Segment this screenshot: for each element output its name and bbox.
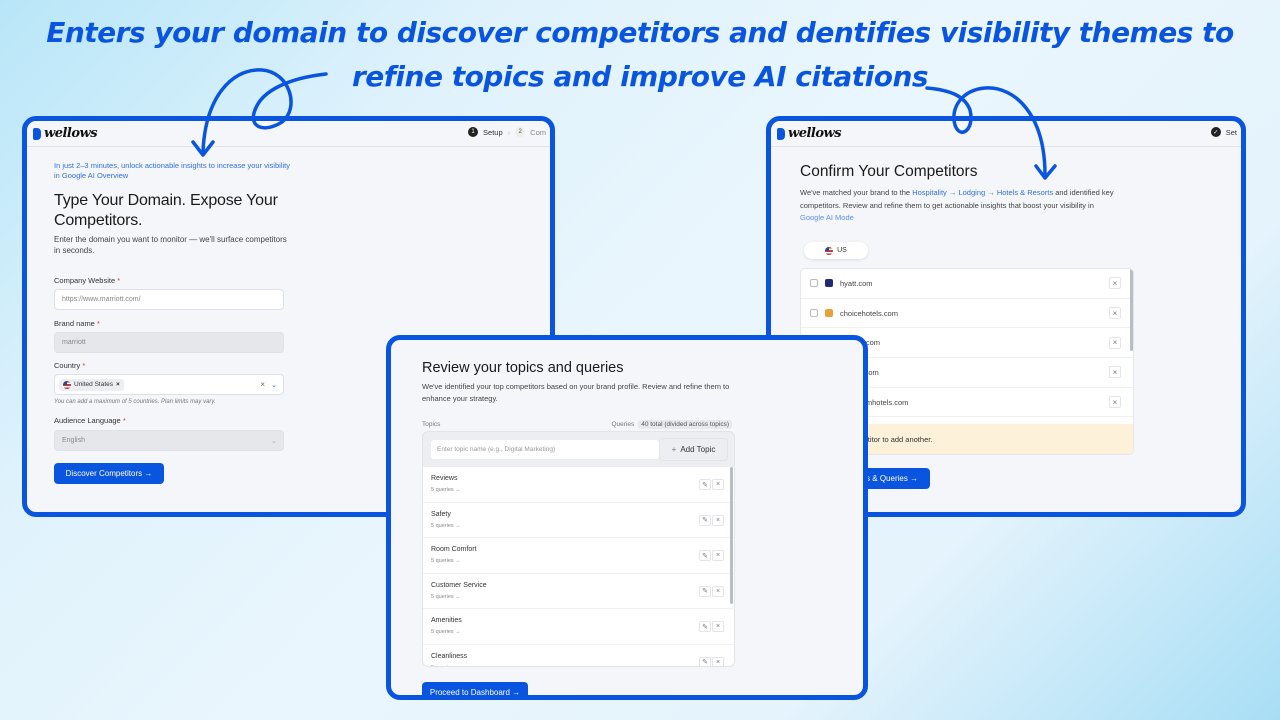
- chevron-down-icon[interactable]: ⌄: [271, 381, 277, 389]
- queries-total-badge: 40 total (divided across topics): [638, 420, 732, 429]
- topic-name-input[interactable]: Enter topic name (e.g., Digital Marketin…: [431, 440, 659, 459]
- brand-name-input[interactable]: marriott: [54, 332, 284, 353]
- country-hint: You can add a maximum of 5 countries. Pl…: [54, 399, 216, 405]
- competitor-checkbox[interactable]: [810, 309, 818, 318]
- page-subtitle: Enter the domain you want to monitor — w…: [54, 235, 287, 255]
- edit-pencil-icon[interactable]: ✎: [699, 479, 711, 490]
- remove-competitor-button[interactable]: ×: [1109, 396, 1121, 409]
- chevron-down-icon: ⌄: [271, 437, 277, 445]
- hyatt-favicon-icon: [825, 279, 833, 288]
- step-2-badge: 2: [515, 127, 526, 137]
- delete-x-icon[interactable]: ×: [712, 514, 724, 526]
- chip-remove-icon[interactable]: ×: [116, 381, 120, 388]
- audience-language-select[interactable]: English ⌄: [54, 430, 284, 451]
- edit-pencil-icon[interactable]: ✎: [699, 550, 711, 562]
- competitors-topbar: wellows ✓ Set: [771, 121, 1241, 147]
- topic-queries-link[interactable]: 5 queries →: [431, 593, 461, 600]
- wellows-logo[interactable]: wellows: [33, 126, 98, 141]
- country-chip[interactable]: United States ×: [59, 378, 124, 391]
- queries-summary: Queries 40 total (divided across topics): [611, 420, 732, 429]
- topic-queries-link[interactable]: 5 queries →: [431, 487, 461, 493]
- delete-x-icon[interactable]: ×: [712, 585, 724, 597]
- language-label: Audience Language *: [54, 416, 126, 425]
- delete-x-icon[interactable]: ×: [712, 550, 724, 562]
- company-website-input[interactable]: https://www.marriott.com/: [54, 289, 284, 310]
- topic-queries-link[interactable]: 5 queries →: [431, 558, 461, 565]
- edit-pencil-icon[interactable]: ✎: [699, 621, 711, 633]
- topic-row[interactable]: Amenities 5 queries → ✎×: [423, 609, 734, 645]
- brand-label: Brand name *: [54, 319, 100, 328]
- intro-text: In just 2–3 minutes, unlock actionable i…: [54, 161, 290, 180]
- headline-line-2: refine topics and improve AI citations: [351, 60, 929, 93]
- us-flag-icon: [63, 380, 71, 389]
- country-select[interactable]: United States × × ⌄: [54, 374, 284, 395]
- stepper: 1 Setup › 2 Com: [468, 127, 546, 137]
- topic-row[interactable]: Reviews 5 queries → ✎×: [423, 467, 734, 503]
- google-ai-mode-link[interactable]: Google AI Mode: [800, 213, 854, 222]
- setup-topbar: wellows 1 Setup › 2 Com: [27, 121, 550, 147]
- topic-row[interactable]: Safety 5 queries → ✎×: [423, 503, 734, 539]
- topic-row[interactable]: Room Comfort 5 queries → ✎×: [423, 538, 734, 574]
- discover-competitors-button[interactable]: Discover Competitors →: [54, 463, 164, 484]
- step-1-badge: 1: [468, 127, 479, 137]
- topic-row[interactable]: Cleanliness 5 queries → ✎×: [423, 645, 734, 666]
- country-label: Country *: [54, 361, 86, 370]
- headline-line-1: Enters your domain to discover competito…: [46, 16, 1234, 49]
- page-subtitle: We've identified your top competitors ba…: [422, 382, 730, 403]
- step-1-label[interactable]: Setup: [483, 127, 503, 137]
- remove-competitor-button[interactable]: ×: [1109, 307, 1121, 320]
- us-flag-icon: [825, 246, 834, 255]
- logo-mark-icon: [777, 127, 785, 140]
- topic-queries-link[interactable]: 5 queries →: [431, 629, 461, 636]
- page-title: Confirm Your Competitors: [800, 163, 978, 180]
- logo-mark-icon: [33, 127, 41, 140]
- topic-row[interactable]: Customer Service 5 queries → ✎×: [423, 574, 734, 610]
- delete-x-icon[interactable]: ×: [712, 621, 724, 633]
- competitor-list-scrollbar[interactable]: [1130, 269, 1133, 351]
- plus-icon: +: [671, 445, 677, 454]
- edit-pencil-icon[interactable]: ✎: [699, 514, 711, 526]
- add-topic-button[interactable]: + Add Topic: [660, 439, 727, 460]
- clear-icon[interactable]: ×: [260, 380, 265, 389]
- page-subtitle: We've matched your brand to the Hospital…: [800, 188, 1114, 222]
- topic-list: Reviews 5 queries → ✎× Safety 5 queries …: [423, 467, 734, 666]
- step-2-label[interactable]: Com: [530, 127, 546, 137]
- page-title: Type Your Domain. Expose Your Competitor…: [54, 192, 278, 229]
- choicehotels-favicon-icon: [825, 309, 833, 318]
- setup-panel: wellows 1 Setup › 2 Com In just 2–3 minu…: [22, 116, 555, 517]
- remove-competitor-button[interactable]: ×: [1109, 366, 1121, 379]
- edit-pencil-icon[interactable]: ✎: [699, 656, 711, 666]
- remove-competitor-button[interactable]: ×: [1109, 277, 1121, 290]
- competitor-row: choicehotels.com ×: [801, 299, 1133, 329]
- page-title: Review your topics and queries: [422, 360, 624, 376]
- website-label: Company Website *: [54, 276, 121, 285]
- proceed-to-dashboard-button[interactable]: Proceed to Dashboard →: [422, 682, 528, 695]
- chevron-right-icon: ›: [507, 127, 511, 137]
- step-setup-label[interactable]: Set: [1225, 127, 1237, 137]
- delete-x-icon[interactable]: ×: [712, 656, 724, 666]
- topic-list-scrollbar[interactable]: [730, 467, 733, 604]
- stepper: ✓ Set: [1210, 127, 1237, 137]
- competitor-checkbox[interactable]: [810, 279, 818, 288]
- topics-label: Topics: [422, 421, 441, 428]
- competitor-row: hyatt.com ×: [801, 269, 1133, 299]
- remove-competitor-button[interactable]: ×: [1109, 336, 1121, 349]
- delete-x-icon[interactable]: ×: [712, 479, 724, 490]
- country-tab-us[interactable]: US: [804, 242, 868, 259]
- topic-queries-link[interactable]: 5 queries →: [431, 665, 461, 666]
- check-icon: ✓: [1210, 127, 1221, 137]
- edit-pencil-icon[interactable]: ✎: [699, 585, 711, 597]
- category-path-link[interactable]: Hospitality → Lodging → Hotels & Resorts: [912, 188, 1054, 197]
- topics-container: Enter topic name (e.g., Digital Marketin…: [422, 431, 735, 667]
- wellows-logo[interactable]: wellows: [777, 126, 842, 141]
- topics-panel: Review your topics and queries We've ide…: [386, 335, 868, 700]
- topic-queries-link[interactable]: 5 queries →: [431, 522, 461, 529]
